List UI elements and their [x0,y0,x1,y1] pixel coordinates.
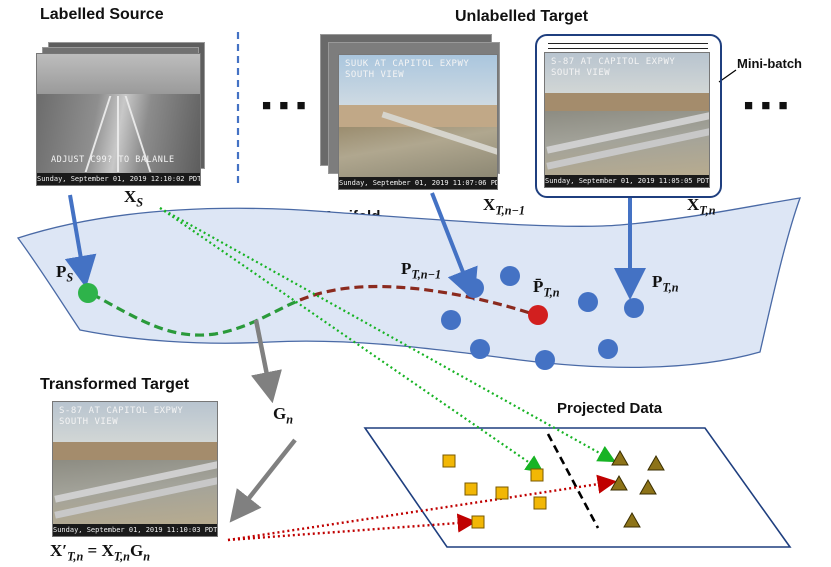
point-mean-target [528,305,548,325]
mini-batch-box [535,34,722,198]
green-map-1 [159,207,544,473]
mini-batch-label: Mini-batch [737,56,802,71]
label-x-t-n: XT,n [687,195,716,218]
point-target-6 [470,339,490,359]
source-title: Labelled Source [40,6,164,23]
square-marker-6 [471,515,485,529]
red-map-2 [227,513,477,542]
arrow-prev-to-manifold [430,192,478,302]
point-target-5 [624,298,644,318]
point-target-1 [464,278,484,298]
transformed-frame: S-87 AT CAPITOL EXPWY SOUTH VIEW Sunday,… [52,401,218,537]
target-prev-overlay-2: SOUTH VIEW [345,70,405,80]
label-xs: XS [124,187,144,210]
triangle-marker-4 [639,478,657,495]
target-batch-overlay-1: S-87 AT CAPITOL EXPWY [551,57,676,67]
source-caption: Sunday, September 01, 2019 12:10:02 PDT [37,173,201,185]
arrow-source-to-manifold [64,194,97,288]
ellipsis-right: ■ ■ ■ [744,97,790,114]
point-target-8 [598,339,618,359]
point-target-3 [441,310,461,330]
label-x-t-n-1: XT,n−1 [483,195,526,218]
arrow-geodesic-to-gn [251,319,282,404]
transformed-overlay-1: S-87 AT CAPITOL EXPWY [59,406,184,416]
label-ps: PS [56,262,74,285]
target-prev-caption: Sunday, September 01, 2019 11:07:06 PDT [339,177,498,189]
projected-plane [363,427,792,548]
green-map-2 [159,207,616,463]
label-p-t-n: PT,n [652,272,679,295]
target-prev-overlay-1: SUUK AT CAPITOL EXPWY [345,59,470,69]
transformed-title: Transformed Target [40,376,190,393]
arrow-gn-to-transformed [229,438,297,523]
triangle-marker-2 [647,454,665,471]
square-marker-2 [530,468,544,482]
triangle-marker-3 [610,474,628,491]
geodesic-red [299,284,537,317]
transformed-caption: Sunday, September 01, 2019 11:10:03 PDT [53,524,218,536]
square-marker-4 [495,486,509,500]
label-p-t-n-1: PT,n−1 [401,259,442,282]
batch-stack-line-1 [548,43,708,44]
projected-title: Projected Data [557,400,663,417]
ellipsis-left: ■ ■ ■ [262,97,308,114]
point-target-2 [500,266,520,286]
transformed-overlay-2: SOUTH VIEW [59,417,119,427]
target-title: Unlabelled Target [455,8,589,25]
label-p-bar-t-n: P̄T,n [533,277,560,300]
target-batch-frame: S-87 AT CAPITOL EXPWY SOUTH VIEW Sunday,… [544,52,710,188]
triangle-marker-1 [611,449,629,466]
source-overlay-text: ADJUST C99? TO BALANLE [51,155,175,165]
square-marker-1 [442,454,456,468]
target-batch-overlay-2: SOUTH VIEW [551,68,611,78]
geodesic-green [91,292,301,337]
label-gn: Gn [273,404,294,427]
point-target-7 [535,350,555,370]
point-source-subspace [78,283,98,303]
square-marker-3 [464,482,478,496]
source-frame: ADJUST C99? TO BALANLE Sunday, September… [36,53,201,186]
target-batch-caption: Sunday, September 01, 2019 11:05:05 PDT [545,175,710,187]
batch-stack-line-2 [548,48,708,49]
label-transform-equation: X′T,n = XT,nGn [50,541,151,564]
decision-boundary [546,433,600,529]
point-target-4 [578,292,598,312]
target-prev-frame: SUUK AT CAPITOL EXPWY SOUTH VIEW Sunday,… [338,54,498,190]
square-marker-5 [533,496,547,510]
manifold-surface [16,197,801,369]
triangle-marker-5 [623,511,641,528]
